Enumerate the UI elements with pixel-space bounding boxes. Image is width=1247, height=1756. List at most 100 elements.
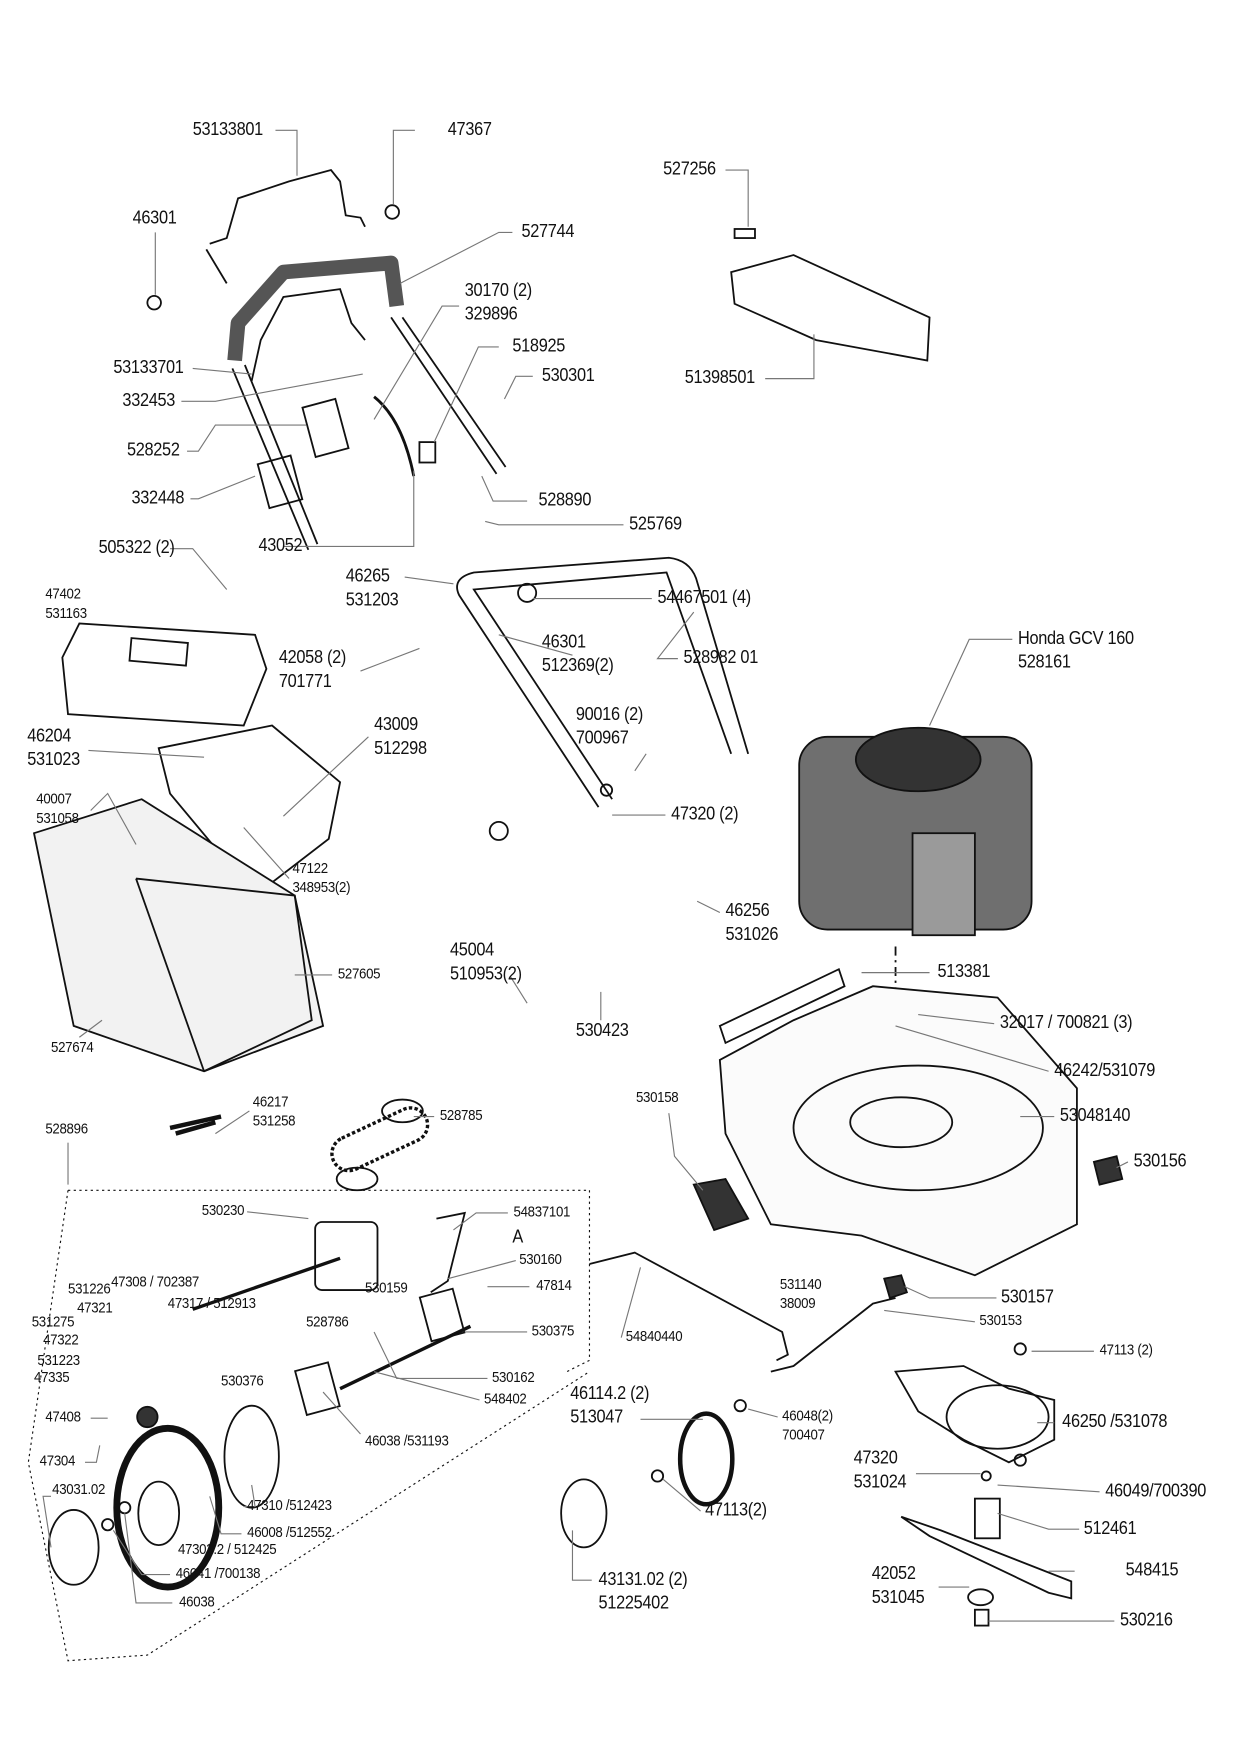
part-number-callout: 47322 [43,1330,79,1350]
height-adjuster-part [1092,1155,1124,1186]
part-number-text: 46265 [345,566,390,587]
part-number-callout: 46114.2 (2) 513047 [570,1383,649,1430]
part-number-callout: 528896 [45,1119,88,1139]
part-number-text: 530162 [491,1368,535,1386]
part-number-text: 47322 [43,1330,79,1348]
part-number-text: 528896 [45,1119,88,1138]
part-number-callout: 530156 [1134,1151,1187,1175]
part-number-callout: 513381 [937,961,990,985]
part-number-callout: 53133801 [193,119,263,143]
part-number-text: 53133701 [113,358,184,378]
part-number-callout: 530376 [221,1372,264,1391]
part-number-text: 528890 [538,490,592,511]
part-number-callout: 530230 [202,1202,245,1221]
part-number-text: 47122 [292,859,328,877]
lid-window-part [128,637,189,667]
part-number-callout: 47310 /512423 [247,1496,332,1515]
part-number-text: 528785 [439,1106,483,1124]
part-number-text: 530153 [979,1311,1022,1329]
washer-part-4 [733,1399,747,1413]
part-number-text: 530375 [531,1321,575,1339]
part-number-text: 531258 [252,1111,296,1129]
part-number-text: 46114.2 (2) [570,1384,650,1404]
part-number-text: 47113(2) [705,1500,767,1521]
part-number-text: 47321 [77,1299,113,1317]
part-number-callout: 530375 [531,1321,575,1341]
part-number-text: 47310 /512423 [247,1496,332,1514]
part-number-text: 531163 [45,604,87,622]
part-number-text: 527674 [51,1038,94,1056]
part-number-text: 332453 [122,391,176,411]
part-number-callout: 47317 / 512913 [168,1295,256,1314]
part-number-text: 47304 [39,1452,76,1470]
drive-gear-part [223,1404,280,1509]
part-number-callout: 525769 [629,514,682,538]
part-number-text: 46301 [541,632,586,652]
part-number-callout: 518925 [512,336,565,360]
part-number-callout: 47320 (2) [671,804,738,828]
part-number-text: 513047 [570,1407,623,1427]
part-number-text: 530159 [365,1278,408,1296]
part-number-callout: 46038 [179,1593,215,1612]
part-number-text: 518925 [512,336,566,356]
part-number-text: 46250 /531078 [1062,1412,1168,1432]
part-number-text: 530301 [541,366,595,386]
part-number-text: 53133801 [192,120,263,140]
part-number-callout: 527674 [51,1038,94,1057]
part-number-callout: 46250 /531078 [1062,1411,1167,1435]
nut-part [146,294,162,311]
part-number-text: 47335 [34,1368,70,1386]
drive-pulley-part [381,1098,424,1124]
part-number-callout: 47113 (2) [1100,1341,1153,1360]
part-number-callout: 531223 [37,1351,80,1370]
nut-part-2 [118,1501,132,1515]
part-number-callout: 43031.02 [52,1480,105,1499]
part-number-text: 32017 / 700821 (3) [999,1013,1133,1033]
part-number-text: 530157 [1000,1287,1054,1308]
part-number-text: 46217 [252,1092,289,1110]
part-number-text: 47814 [536,1276,572,1294]
part-number-callout: 530216 [1120,1610,1173,1634]
part-number-text: 513381 [937,962,991,982]
part-number-callout: 47408 [45,1408,81,1427]
rear-flap-part [157,724,342,897]
part-number-callout: 530162 [491,1368,535,1387]
rear-wheel-hub [137,1480,181,1547]
washer-part [384,204,400,220]
part-number-text: 530158 [635,1088,679,1106]
part-number-callout: 46049/700390 [1105,1480,1206,1504]
part-number-callout: 548402 [484,1390,527,1409]
part-number-callout: 531226 [68,1280,111,1299]
part-number-text: 47303.2 / 512425 [177,1540,277,1558]
part-number-text: 527605 [337,964,381,982]
part-number-text: 46041 /700138 [175,1564,261,1582]
lower-pulley-part [335,1166,379,1192]
part-number-callout: 54837101 [514,1203,571,1222]
part-number-callout: 46041 /700138 [176,1564,261,1583]
part-number-text: 531275 [31,1312,75,1330]
part-number-callout: 528786 [306,1313,349,1332]
part-number-text: 47320 (2) [671,804,739,825]
front-wheel-part [677,1411,735,1507]
part-number-text: 43052 [258,536,303,556]
part-number-text: 348953(2) [292,878,351,896]
drive-belt-part [330,1106,430,1173]
part-number-text: 332448 [131,488,185,508]
part-number-callout: 42058 (2)701771 [279,647,346,694]
part-number-text: 531026 [725,924,779,945]
part-number-text: 46204 [27,726,72,746]
part-number-text: 530160 [519,1250,562,1268]
knob-part [488,820,509,841]
part-number-text: 548415 [1125,1560,1179,1581]
part-number-callout: 47304 [39,1452,76,1471]
part-number-callout: 47814 [536,1276,572,1295]
part-number-callout: A [512,1227,523,1251]
part-number-text: 90016 (2) [575,705,643,725]
washer-part-2 [599,783,614,797]
part-number-callout: 47402 531163 [45,584,87,623]
part-number-text: 47402 [45,584,81,602]
